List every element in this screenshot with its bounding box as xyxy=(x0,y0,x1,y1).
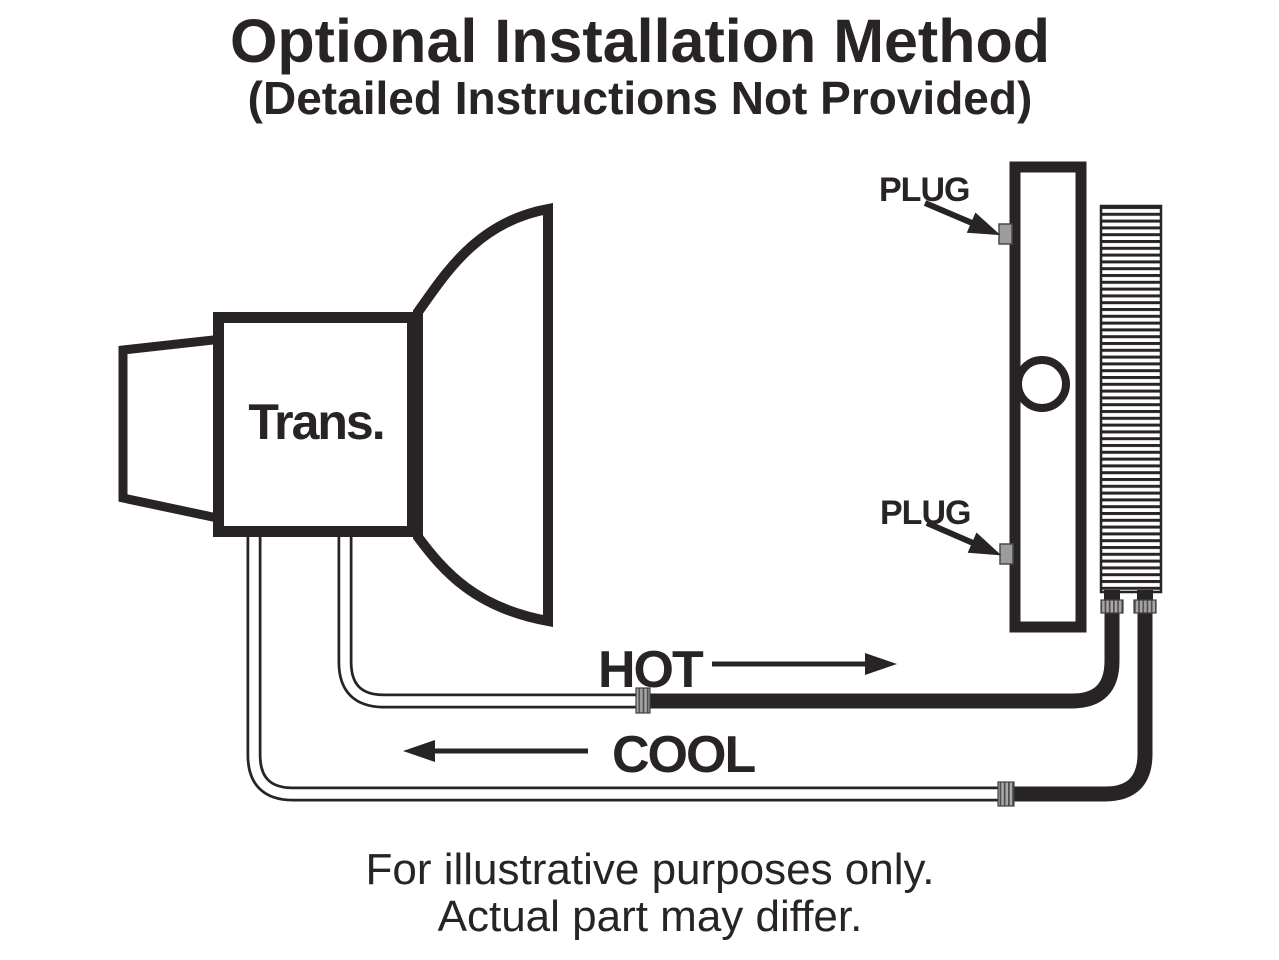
plug-top-arrow-icon xyxy=(923,200,1001,236)
page-title: Optional Installation Method xyxy=(230,7,1050,75)
plug-fitting-bottom xyxy=(999,543,1014,565)
cooler-outlet-stub-left xyxy=(1104,590,1120,602)
cooler-hose-fitting-left xyxy=(1100,599,1124,614)
fluid-lines xyxy=(246,530,1153,807)
page-subtitle: (Detailed Instructions Not Provided) xyxy=(248,72,1033,124)
cool-label: COOL xyxy=(612,726,755,784)
cooler-hose-fitting-right xyxy=(1133,599,1157,614)
transmission-bellhousing xyxy=(413,203,553,627)
hot-label: HOT xyxy=(598,641,704,699)
transmission: Trans. xyxy=(118,203,553,627)
transmission-body xyxy=(213,312,418,537)
footer-note-line2: Actual part may differ. xyxy=(438,892,863,941)
cooler-mounting-hole xyxy=(1014,356,1070,412)
cool-line-tube-inner xyxy=(249,530,1002,799)
plug-fitting-top xyxy=(998,223,1013,245)
plug-bottom-arrow-icon xyxy=(925,520,1002,556)
cool-line-hose xyxy=(1004,598,1153,802)
hot-line-hose xyxy=(645,598,1120,709)
transmission-label: Trans. xyxy=(248,394,383,450)
hot-line-fitting xyxy=(635,687,651,714)
cooler-core-fins xyxy=(1099,204,1163,594)
transmission-tailshaft xyxy=(118,333,227,525)
cooler xyxy=(998,161,1163,633)
hot-line-tube-inner xyxy=(340,530,643,706)
cool-line-fitting xyxy=(997,781,1015,807)
plug-bottom-label: PLUG xyxy=(880,494,970,532)
annotations: PLUG PLUG HOT COOL xyxy=(403,171,1002,784)
plug-top-label: PLUG xyxy=(879,171,969,209)
footer-note-line1: For illustrative purposes only. xyxy=(366,845,935,894)
cooler-outlet-stub-right xyxy=(1137,590,1153,602)
